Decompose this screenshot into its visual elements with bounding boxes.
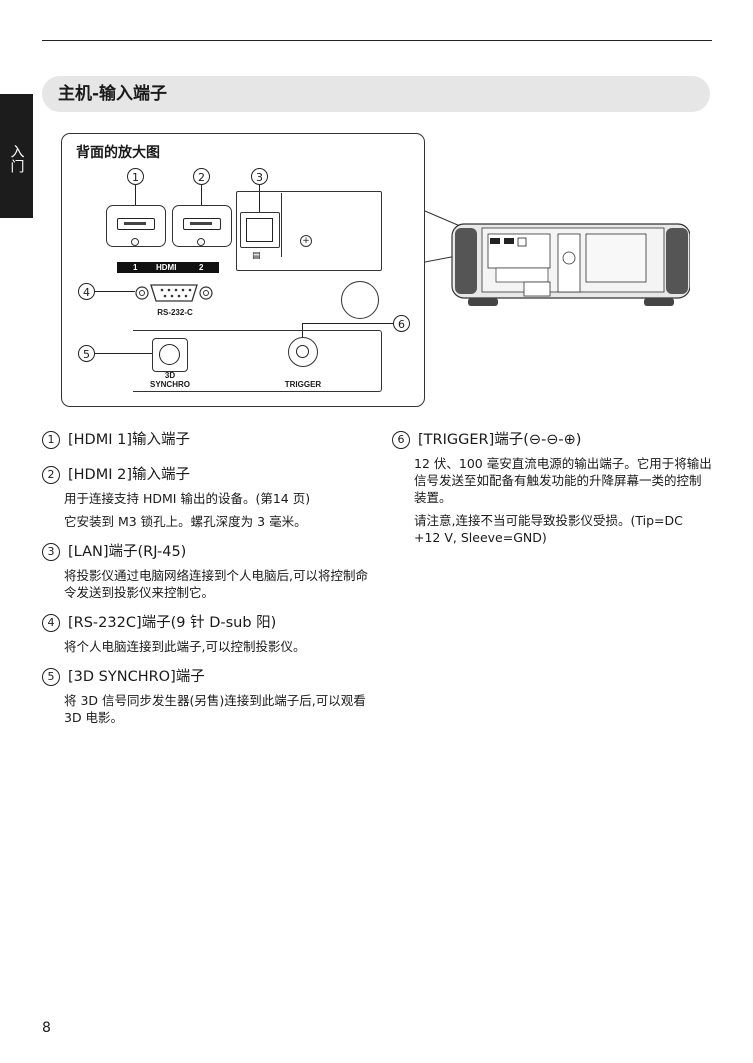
callout-6: 6 [393, 315, 410, 332]
3d-synchro-label: 3D SYNCHRO [144, 371, 196, 389]
network-icon: ▤ [252, 251, 261, 261]
item-6-title: [TRIGGER]端子(⊖-⊖-⊕) [418, 432, 582, 448]
trigger-port [288, 337, 318, 367]
item-5-number: 5 [42, 668, 60, 686]
diagram-title: 背面的放大图 [76, 145, 160, 161]
item-5-title: [3D SYNCHRO]端子 [68, 669, 205, 685]
hdmi-1-port [106, 205, 166, 247]
item-2-number: 2 [42, 466, 60, 484]
leader-line-1 [135, 185, 136, 205]
section-title: 主机-输入端子 [58, 84, 168, 104]
3d-synchro-label-line1: 3D [164, 371, 176, 380]
section-header: 主机-输入端子 [42, 76, 710, 112]
item-1-number: 1 [42, 431, 60, 449]
top-rule [42, 40, 712, 41]
callout-4: 4 [78, 283, 95, 300]
hdmi-label-1: 1 [133, 263, 138, 272]
chapter-tab: 入门 [0, 94, 33, 218]
rs232c-label: RS-232-C [157, 308, 193, 317]
hdmi-label-bar: 1 HDMI 2 [117, 262, 219, 273]
3d-synchro-port [152, 338, 188, 372]
item-1-title: [HDMI 1]输入端子 [68, 432, 191, 448]
item-list-right: 6 [TRIGGER]端子(⊖-⊖-⊕) 12 伏、100 毫安直流电源的输出端子… [392, 428, 712, 552]
projector-rear-illustration [451, 223, 690, 306]
callout-5: 5 [78, 345, 95, 362]
item-2: 2[HDMI 2]输入端子 用于连接支持 HDMI 输出的设备。(第14 页) … [42, 463, 372, 530]
item-2-desc-2: 它安装到 M3 锁孔上。螺孔深度为 3 毫米。 [64, 514, 307, 529]
lan-port [240, 212, 280, 248]
item-6-desc-2: 请注意,连接不当可能导致投影仪受损。(Tip=DC +12 V, Sleeve=… [414, 513, 683, 545]
item-4-desc-1: 将个人电脑连接到此端子,可以控制投影仪。 [64, 639, 306, 654]
item-3: 3 [LAN]端子(RJ-45) 将投影仪通过电脑网络连接到个人电脑后,可以将控制… [42, 540, 372, 601]
item-6-number: 6 [392, 431, 410, 449]
leader-line-5 [95, 353, 152, 354]
lan-panel [236, 191, 382, 271]
page-number: 8 [42, 1020, 51, 1036]
item-4: 4 [RS-232C]端子(9 针 D-sub 阳) 将个人电脑连接到此端子,可以… [42, 611, 372, 655]
item-list-left: 1 [HDMI 1]输入端子 2 [HDMI 2]输入端子 用于连接支持 HDMI … [42, 428, 372, 732]
callout-2: 2 [193, 168, 210, 185]
leader-line-3 [259, 185, 260, 212]
item-3-number: 3 [42, 543, 60, 561]
callout-3: 3 [251, 168, 268, 185]
item-3-title: [LAN]端子(RJ-45) [68, 544, 187, 560]
item-4-title: [RS-232C]端子(9 针 D-sub 阳) [68, 615, 277, 631]
trigger-label: TRIGGER [284, 380, 322, 389]
hdmi-label-name: HDMI [156, 263, 177, 272]
item-5-desc-1: 将 3D 信号同步发生器(另售)连接到此端子后,可以观看 3D 电影。 [64, 693, 366, 725]
lan-panel-divider [281, 193, 282, 257]
item-6-desc-1: 12 伏、100 毫安直流电源的输出端子。它用于将输出信号发送至如配备有触发功能… [414, 456, 712, 505]
leader-line-6 [302, 323, 393, 324]
item-3-desc-1: 将投影仪通过电脑网络连接到个人电脑后,可以将控制命令发送到投影仪来控制它。 [64, 568, 368, 600]
hdmi-2-port [172, 205, 232, 247]
hdmi-label-2: 2 [199, 263, 204, 272]
bottom-panel [133, 330, 382, 392]
3d-synchro-label-line2: SYNCHRO [149, 380, 190, 389]
item-2-desc-1: 用于连接支持 HDMI 输出的设备。(第14 页) [64, 491, 311, 506]
item-4-number: 4 [42, 614, 60, 632]
panel-screw-icon: + [300, 235, 312, 247]
leader-line-4 [95, 291, 135, 292]
leader-line-2 [201, 185, 202, 205]
item-5: 5 [3D SYNCHRO]端子 将 3D 信号同步发生器(另售)连接到此端子后,… [42, 665, 372, 726]
rs232c-port [135, 284, 213, 302]
item-6: 6 [TRIGGER]端子(⊖-⊖-⊕) 12 伏、100 毫安直流电源的输出端子… [392, 428, 712, 546]
panel-knob [341, 281, 379, 319]
chapter-tab-label: 入门 [8, 144, 25, 174]
callout-1: 1 [127, 168, 144, 185]
item-1: 1 [HDMI 1]输入端子 [42, 428, 372, 449]
item-2-title: [HDMI 2]输入端子 [68, 467, 191, 483]
